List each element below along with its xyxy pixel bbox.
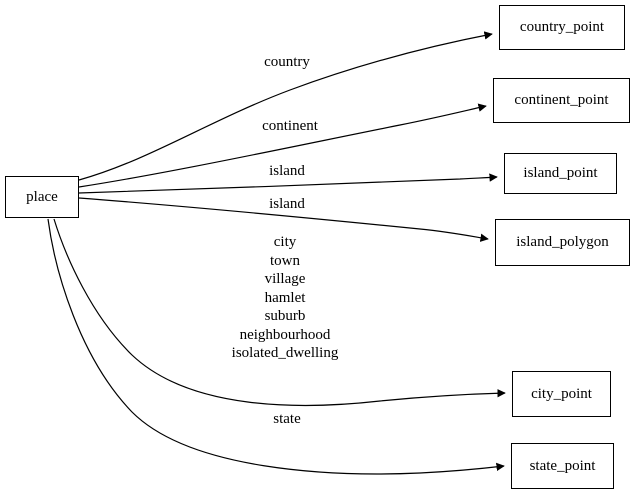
edge-place-to-island-polygon <box>78 197 489 242</box>
node-country-point[interactable]: country_point <box>499 5 625 50</box>
edge-place-to-island-point <box>78 173 498 194</box>
node-island-point-label: island_point <box>523 165 598 181</box>
node-place[interactable]: place <box>5 176 79 218</box>
edge-place-to-city-point <box>53 218 506 407</box>
edge-place-to-continent-point <box>78 103 487 188</box>
edge-label-continent: continent <box>262 118 318 134</box>
node-city-point[interactable]: city_point <box>512 371 611 417</box>
node-continent-point-label: continent_point <box>514 92 609 108</box>
node-continent-point[interactable]: continent_point <box>493 78 630 123</box>
edge-label-island-point: island <box>269 163 305 179</box>
edge-label-city-point: city town village hamlet suburb neighbou… <box>231 234 339 361</box>
node-island-point[interactable]: island_point <box>504 153 617 194</box>
node-city-point-label: city_point <box>531 385 592 402</box>
edge-label-state: state <box>273 411 301 427</box>
edge-place-to-state-point <box>47 218 505 475</box>
node-island-polygon[interactable]: island_polygon <box>495 219 630 266</box>
node-place-label: place <box>26 188 58 205</box>
node-state-point[interactable]: state_point <box>511 443 614 489</box>
node-state-point-label: state_point <box>529 457 596 474</box>
edge-label-island-polygon: island <box>269 196 305 212</box>
edge-place-to-country-point <box>78 31 493 181</box>
edge-label-country: country <box>264 54 310 70</box>
node-country-point-label: country_point <box>519 19 605 35</box>
node-island-polygon-label: island_polygon <box>516 234 609 250</box>
